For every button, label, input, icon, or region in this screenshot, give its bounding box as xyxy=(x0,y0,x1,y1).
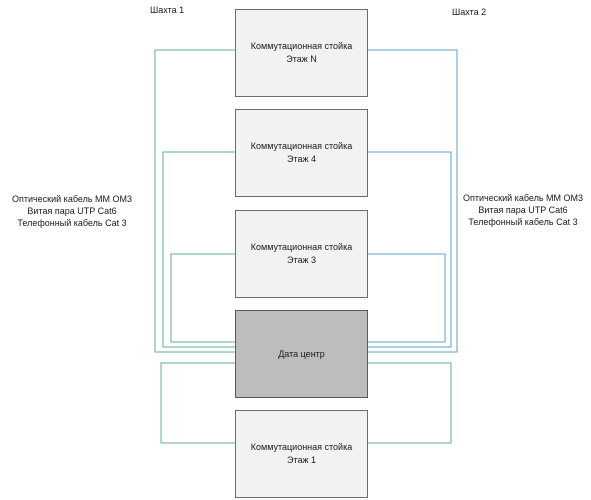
rack-floor: Этаж 3 xyxy=(286,255,317,265)
datacenter-title: Дата центр xyxy=(278,348,325,359)
rack-title: Коммутационная стойка xyxy=(250,41,353,51)
left-cable-floor-3 xyxy=(170,253,235,343)
rack-floor-3: Коммутационная стойка Этаж 3 xyxy=(235,210,368,298)
legend-phone: Телефонный кабель Cat 3 xyxy=(468,217,578,227)
shaft-1-label: Шахта 1 xyxy=(150,5,185,15)
rack-floor-4: Коммутационная стойка Этаж 4 xyxy=(235,109,368,197)
left-cable-floor-4 xyxy=(162,151,235,348)
rack-floor: Этаж 4 xyxy=(286,154,317,164)
legend-optical: Оптический кабель ММ ОМ3 xyxy=(11,194,133,204)
legend-left: Оптический кабель ММ ОМ3 Витая пара UTP … xyxy=(2,193,142,229)
shaft-2-label: Шахта 2 xyxy=(452,7,487,17)
datacenter: Дата центр xyxy=(235,310,368,398)
legend-optical: Оптический кабель ММ ОМ3 xyxy=(462,193,584,203)
rack-floor: Этаж N xyxy=(286,54,317,64)
right-cable-floor-1 xyxy=(368,362,452,444)
rack-floor-n: Коммутационная стойка Этаж N xyxy=(235,9,368,97)
left-cable-floor-n xyxy=(154,49,235,353)
legend-right: Оптический кабель ММ ОМ3 Витая пара UTP … xyxy=(453,192,591,228)
rack-title: Коммутационная стойка xyxy=(250,442,353,452)
legend-utp: Витая пара UTP Cat6 xyxy=(478,205,568,215)
left-cable-floor-1 xyxy=(160,362,235,444)
rack-title: Коммутационная стойка xyxy=(250,141,353,151)
right-cable-floor-3 xyxy=(368,253,446,343)
legend-utp: Витая пара UTP Cat6 xyxy=(27,206,117,216)
legend-phone: Телефонный кабель Cat 3 xyxy=(17,218,127,228)
right-cable-floor-4 xyxy=(368,151,452,348)
right-cable-floor-n xyxy=(368,49,458,353)
rack-title: Коммутационная стойка xyxy=(250,242,353,252)
rack-floor-1: Коммутационная стойка Этаж 1 xyxy=(235,410,368,498)
rack-floor: Этаж 1 xyxy=(286,455,317,465)
